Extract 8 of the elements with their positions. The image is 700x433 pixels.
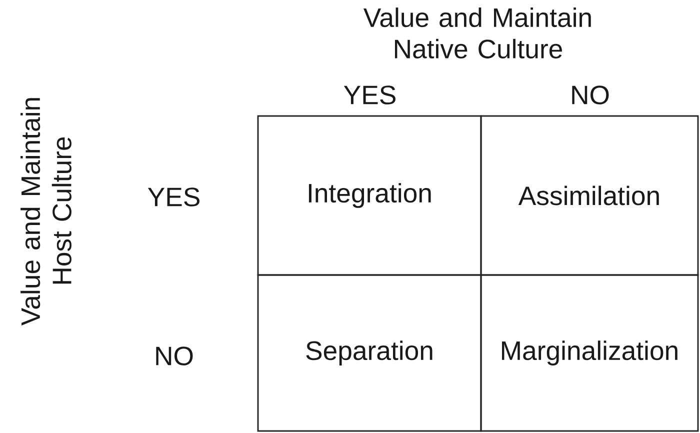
row-label: YES <box>148 188 200 206</box>
axis-title: Value and Maintain Host Culture <box>20 98 72 326</box>
row-label: NO <box>156 346 193 366</box>
quadrant-cell: Assimilation <box>480 115 699 276</box>
quadrant-cell: Integration <box>257 115 482 276</box>
quadrant-cell: Marginalization <box>480 274 699 432</box>
quadrant-cell: Separation <box>257 274 482 432</box>
axis-title: Value and Maintain Native Culture <box>363 8 591 58</box>
